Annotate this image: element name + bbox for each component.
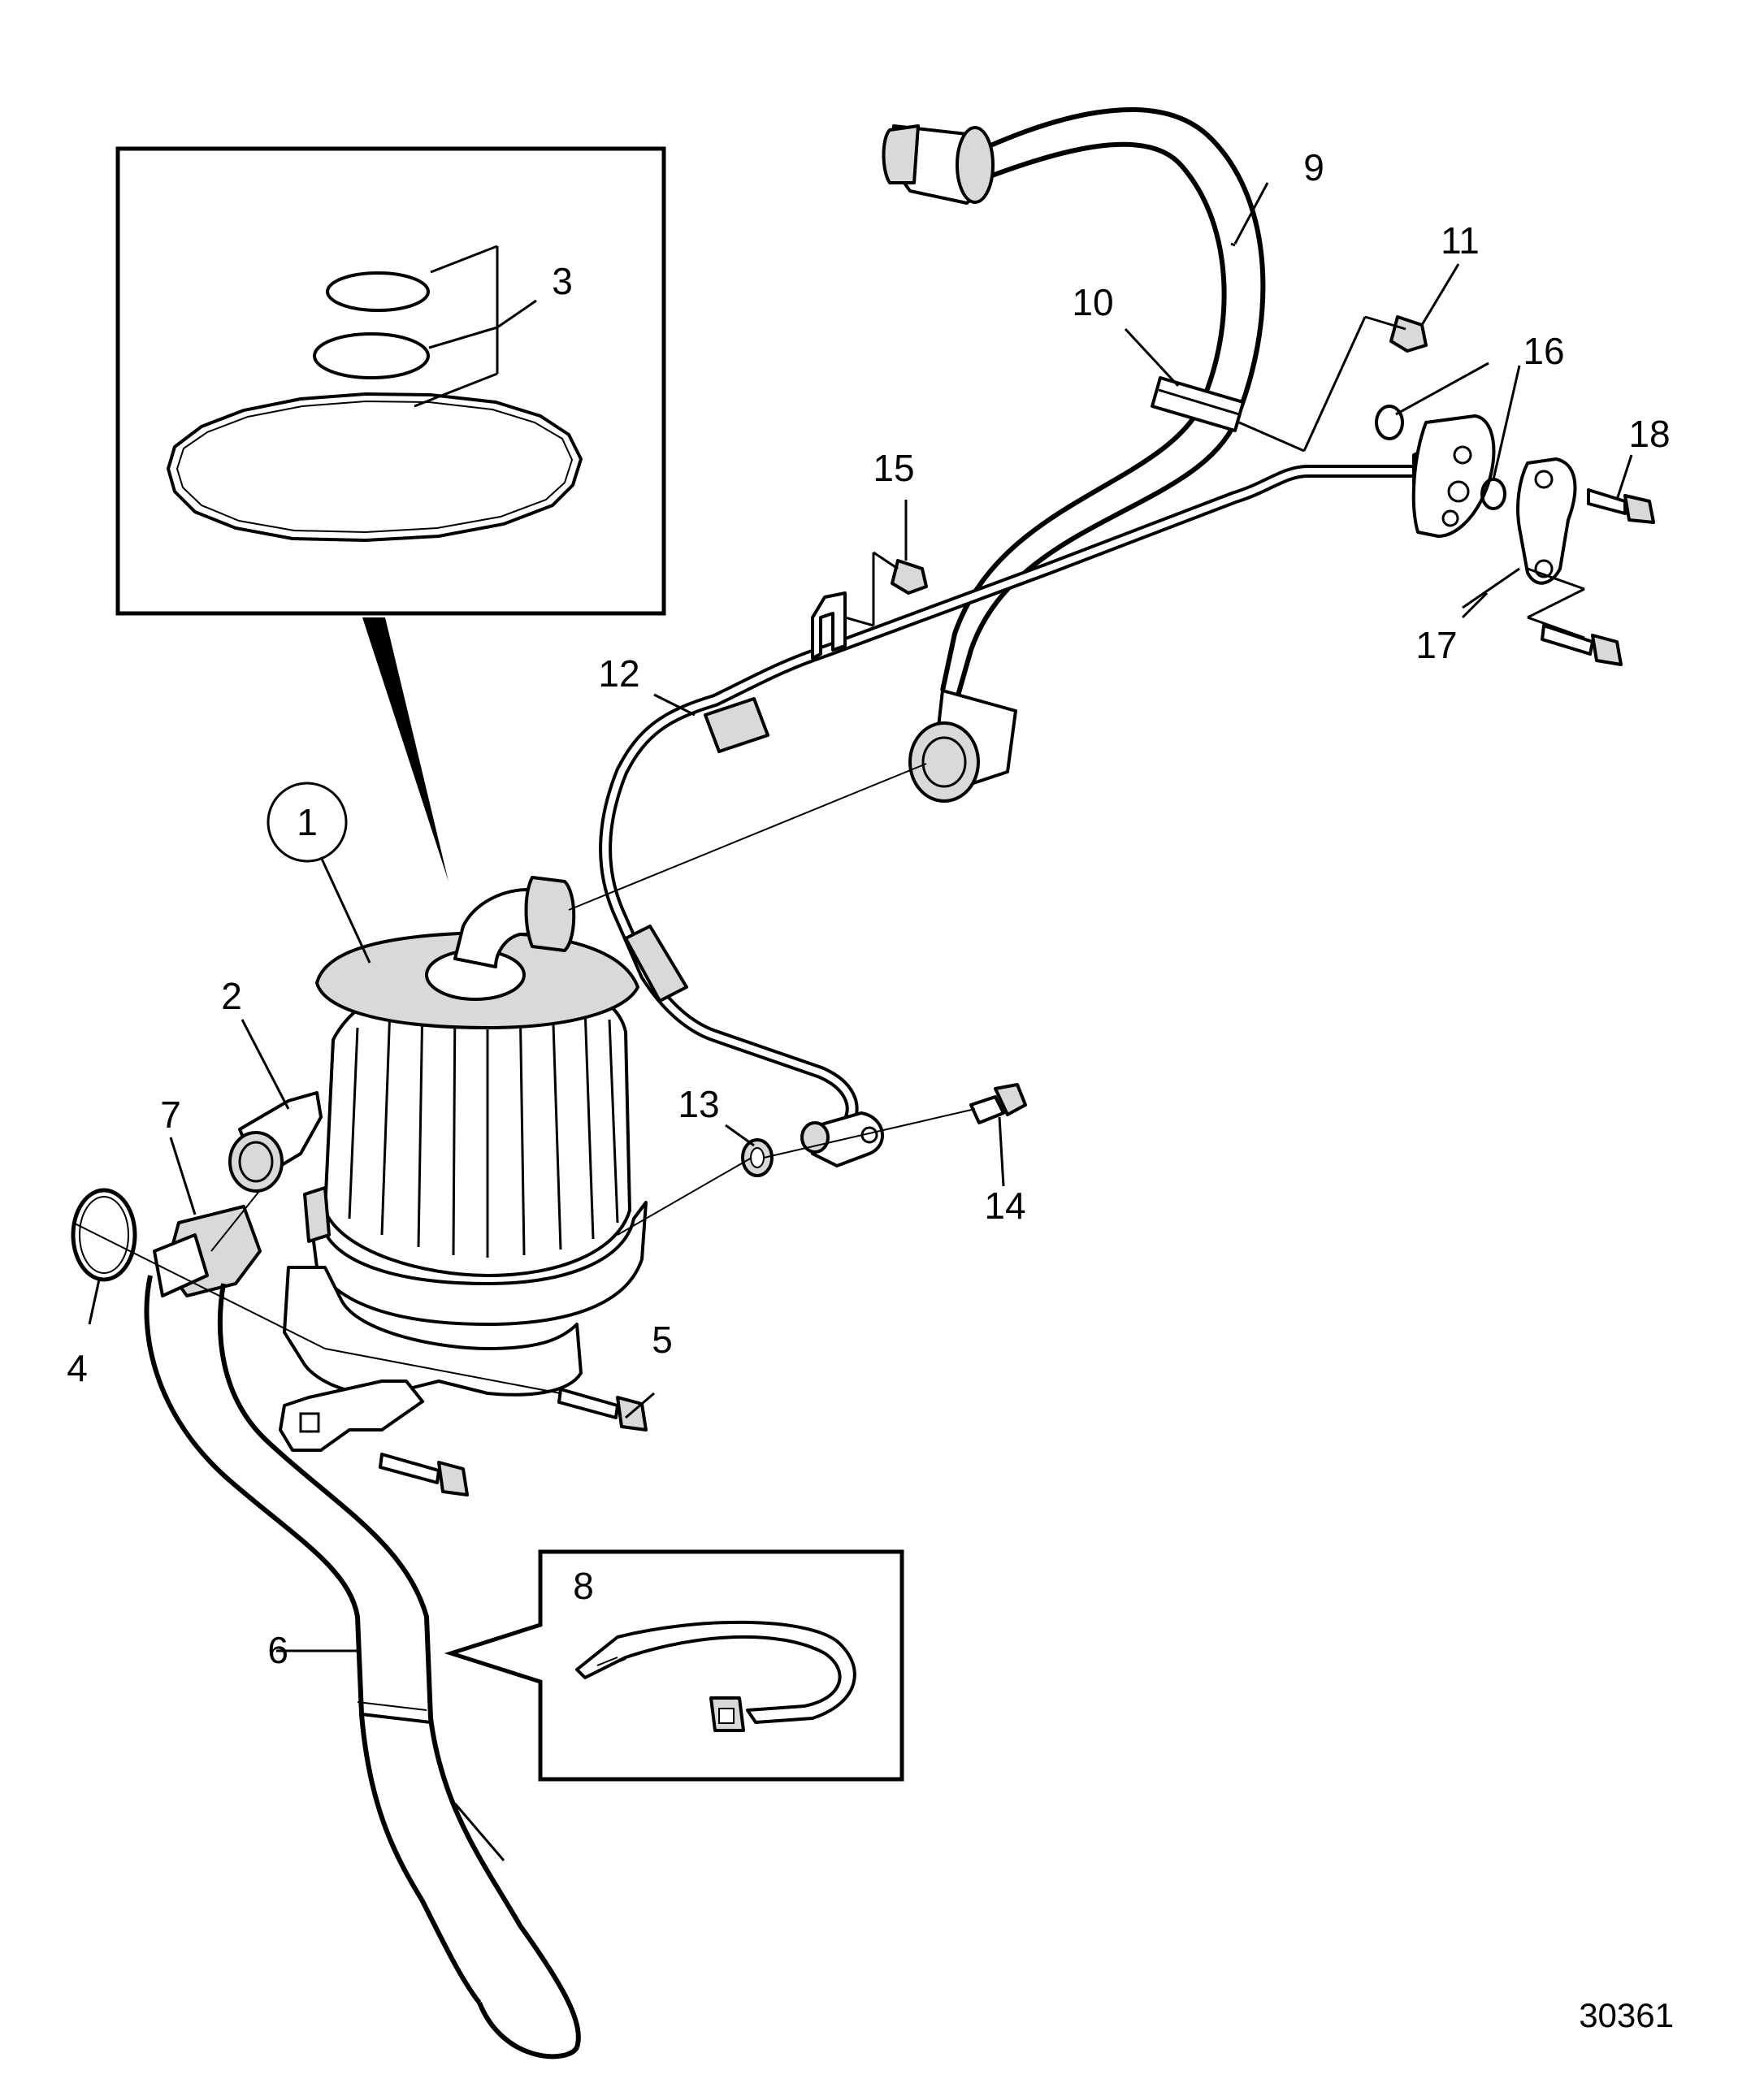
o-ring-small-upper [326, 271, 430, 312]
figure-number: 30361 [1579, 1996, 1674, 2034]
callout-labels: 1 2 3 4 5 6 7 8 9 10 11 12 13 14 15 16 1… [67, 146, 1674, 2034]
seal-16-small [1375, 405, 1404, 440]
o-ring-4 [71, 1188, 137, 1282]
leader-lines [72, 182, 1633, 1652]
callout-18: 18 [1628, 413, 1670, 455]
callout-11: 11 [1441, 219, 1480, 262]
bolt-15 [844, 551, 928, 627]
callout-2: 2 [221, 975, 242, 1017]
flange-assembly [1238, 315, 1655, 666]
connector-2 [228, 1091, 323, 1193]
callout-5: 5 [652, 1319, 673, 1361]
detail-pointer [362, 617, 449, 881]
callout-1-circle [267, 782, 348, 863]
air-pump [279, 876, 648, 1452]
hose-9 [882, 106, 1266, 803]
callout-10: 10 [1072, 281, 1113, 323]
o-ring-small-lower [313, 332, 430, 379]
callout-9: 9 [1303, 146, 1324, 188]
o-ring-large [166, 392, 583, 543]
callout-13: 13 [678, 1083, 719, 1125]
callout-12: 12 [598, 652, 639, 695]
callout-17: 17 [1415, 624, 1457, 666]
callout-15: 15 [873, 447, 914, 489]
callout-1: 1 [297, 801, 318, 843]
hose-6 [144, 1205, 581, 2060]
callout-7: 7 [160, 1094, 181, 1136]
callout-6: 6 [267, 1629, 288, 1671]
callout-16: 16 [1523, 330, 1564, 372]
callout-8: 8 [573, 1565, 594, 1607]
pipe-12 [599, 445, 1444, 1167]
detail-box-o-rings [115, 146, 666, 616]
bolt-14 [969, 1083, 1027, 1124]
callout-14: 14 [984, 1185, 1025, 1227]
callout-3: 3 [552, 260, 573, 302]
callout-4: 4 [67, 1347, 88, 1389]
detail-box-cable-tie [444, 1549, 904, 1782]
cable-tie [575, 1620, 856, 1724]
